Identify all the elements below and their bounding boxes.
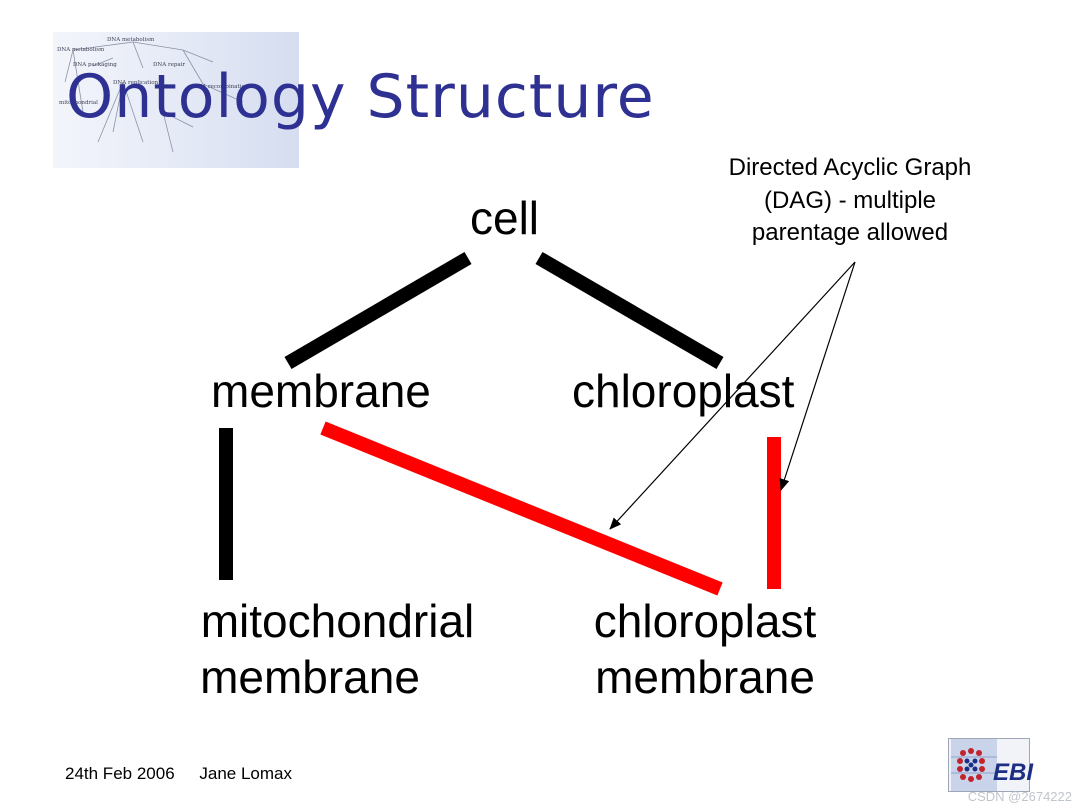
footer-author: Jane Lomax [199, 764, 293, 783]
node-label-line: membrane [595, 651, 815, 703]
node-cell: cell [470, 192, 540, 244]
annotation-line: (DAG) - multiple [763, 186, 937, 214]
node-membrane: membrane [211, 365, 431, 417]
node-label-line: membrane [200, 651, 420, 703]
watermark: CSDN @2674222 [967, 789, 1072, 804]
node-label-line: chloroplast [593, 595, 817, 647]
thumb-label: DNA replication [113, 80, 159, 86]
ebi-logo-icon [951, 739, 997, 791]
edge-membrane-chloroplast-membrane [320, 421, 723, 596]
thumb-label: DNA metabolism [57, 47, 105, 53]
node-label-line: mitochondrial [200, 595, 475, 647]
background-thumbnail-image: DNA metabolism DNA metabolism DNA packag… [53, 32, 299, 168]
edge-cell-membrane [284, 251, 472, 370]
annotation-arrow-left [609, 261, 856, 530]
edge-cell-chloroplast [535, 251, 724, 370]
node-chloroplast-membrane: chloroplast membrane [575, 593, 835, 705]
annotation-line: Directed Acyclic Graph [728, 154, 972, 181]
thumb-label: DNA repair [153, 62, 185, 68]
node-chloroplast: chloroplast [572, 365, 795, 417]
footer-date: 24th Feb 2006 [65, 764, 175, 783]
thumb-label: DNA metabolism [107, 37, 155, 43]
slide-title: Ontology Structure [66, 62, 655, 132]
thumb-label: DNA recombination [193, 84, 249, 90]
thumb-label: mitochondrial [59, 100, 98, 106]
dag-annotation: Directed Acyclic Graph (DAG) - multiple … [704, 152, 996, 250]
annotation-line: parentage allowed [751, 219, 949, 246]
logo-text: EBI [993, 759, 1034, 786]
node-mitochondrial-membrane: mitochondrial membrane [185, 593, 490, 705]
annotation-arrow-right [779, 261, 856, 491]
ebi-logo: EBI [948, 738, 1034, 792]
slide-footer: 24th Feb 2006 Jane Lomax [65, 764, 292, 784]
thumb-label: DNA packaging [73, 62, 117, 68]
